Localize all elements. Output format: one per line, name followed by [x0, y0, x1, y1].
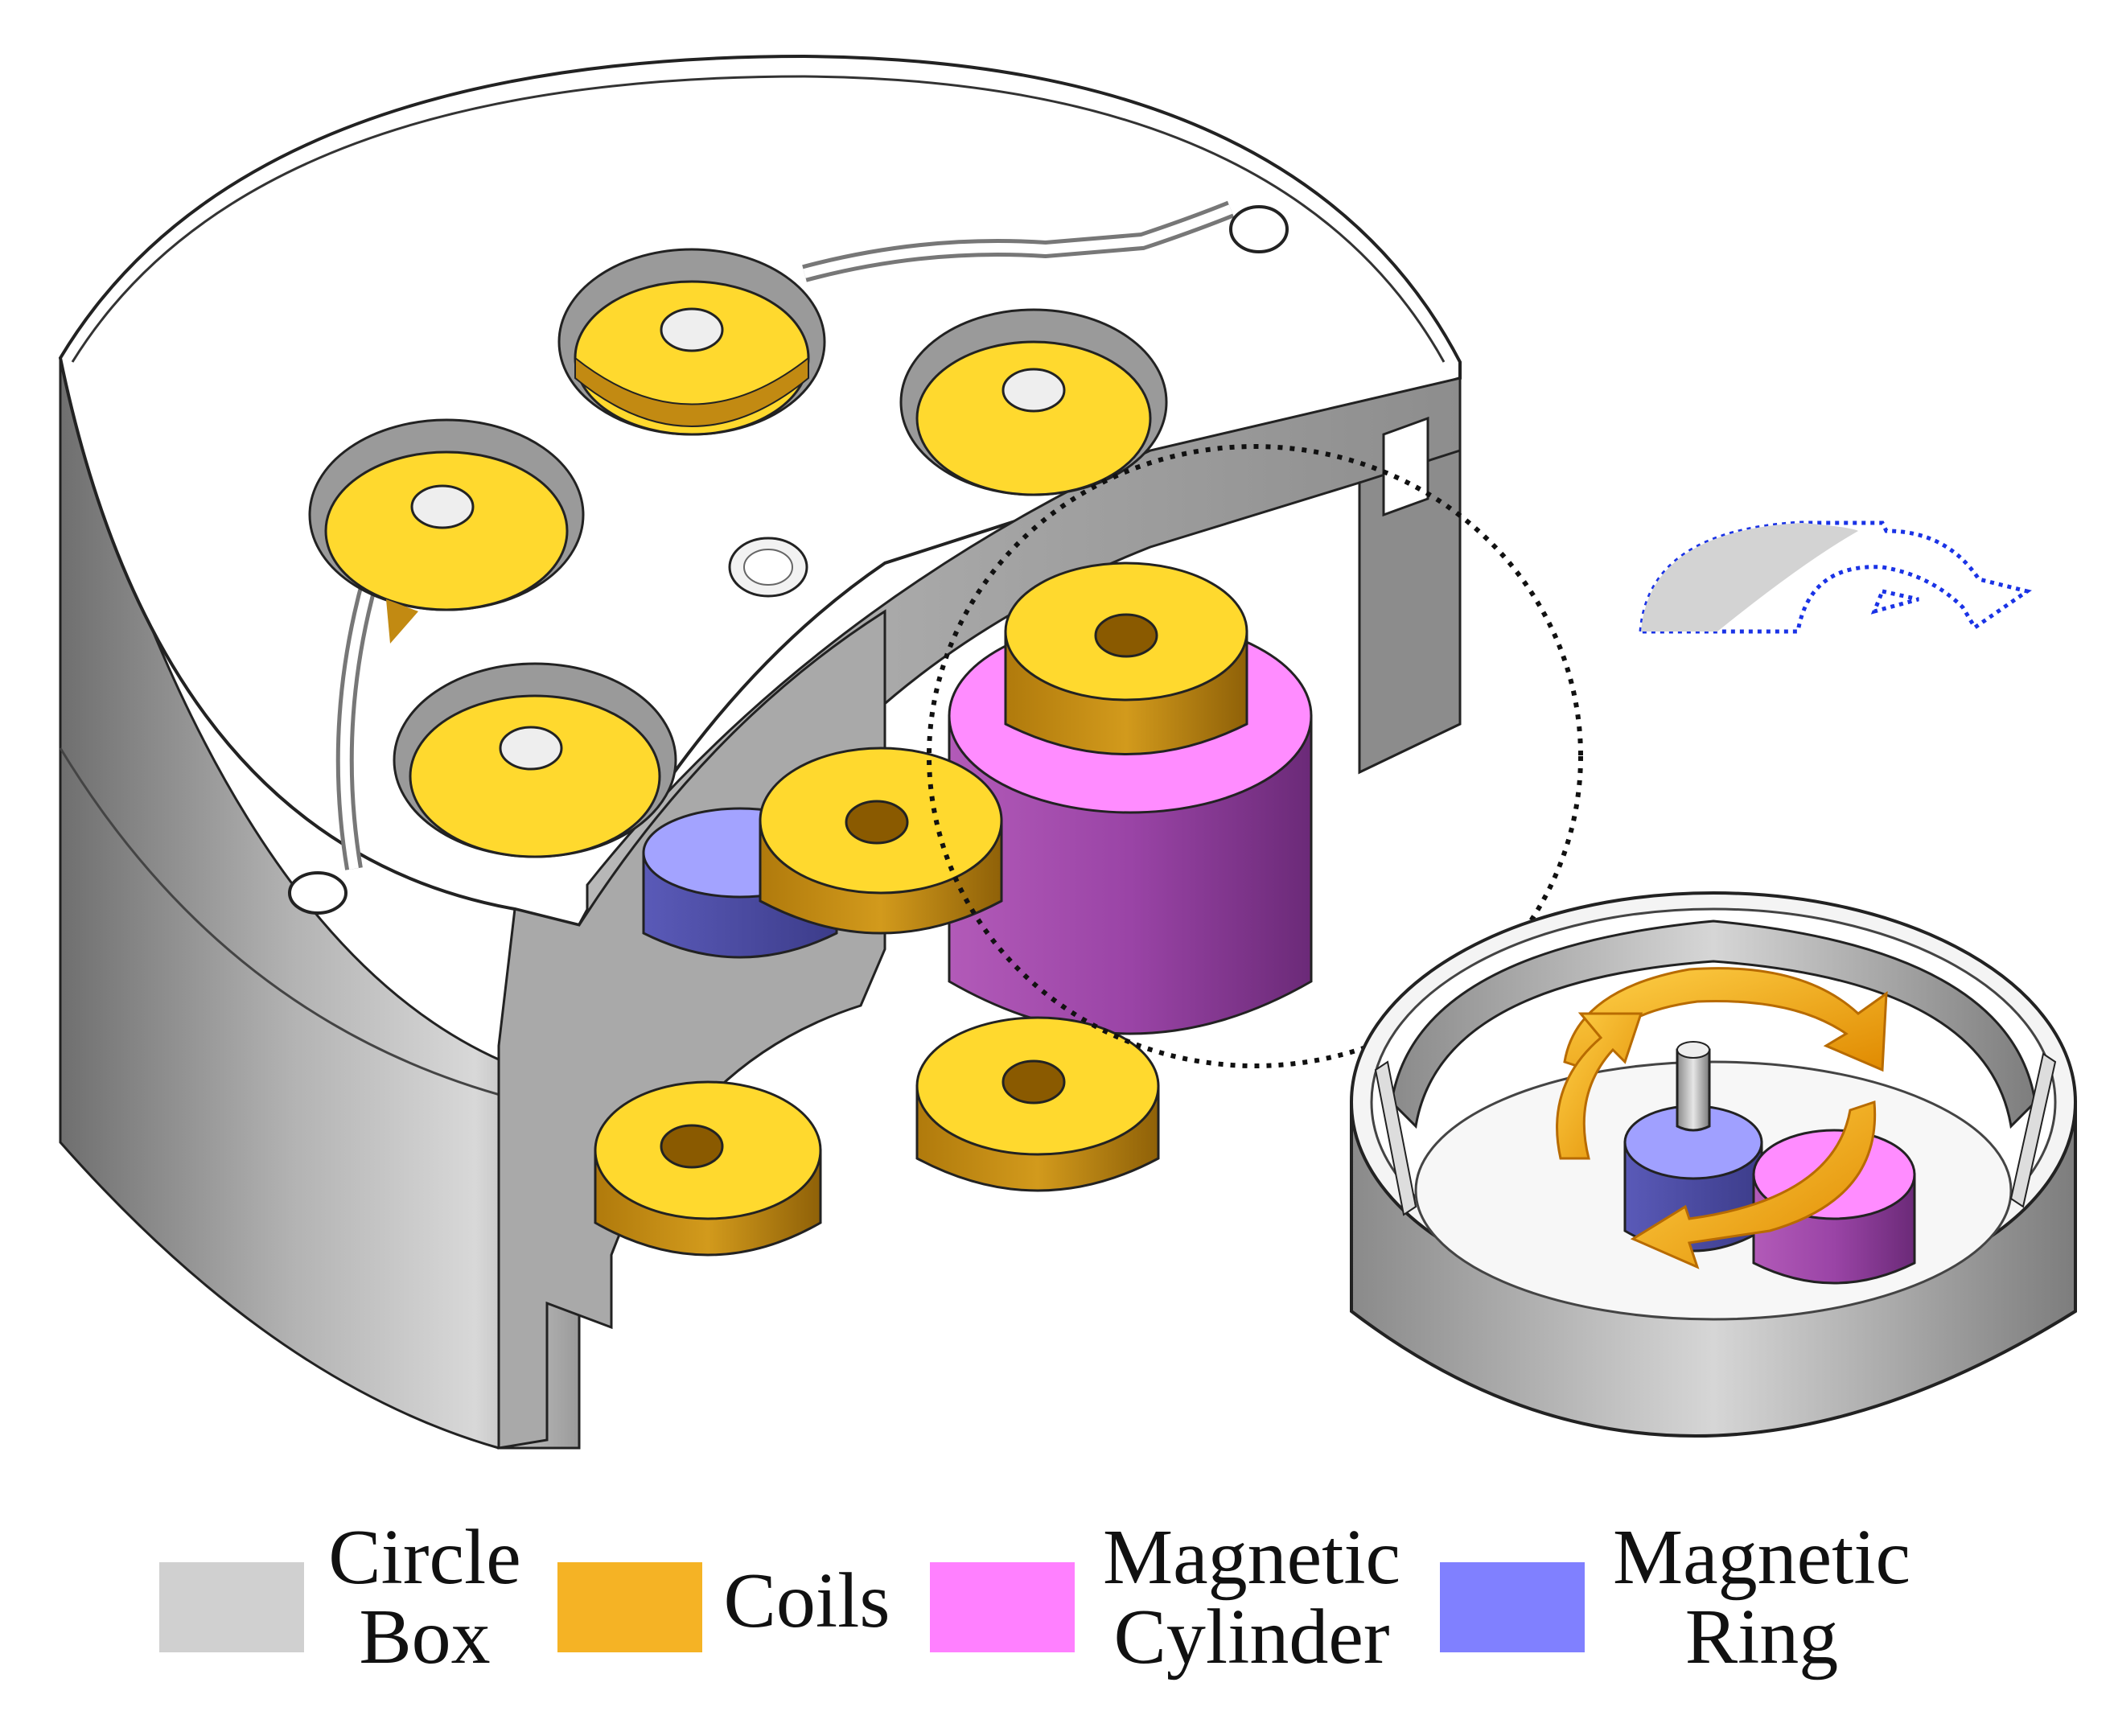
legend-label-magnetic-cylinder-2: Cylinder	[1114, 1594, 1390, 1680]
legend-item-circle-box: Circle Box	[159, 1514, 521, 1680]
legend-label-coils: Coils	[724, 1557, 890, 1644]
coil-top-1	[557, 248, 826, 436]
legend-label-magnetic-ring-1: Magnetic	[1613, 1514, 1910, 1601]
legend-label-circle-box-1: Circle	[328, 1514, 520, 1601]
legend-swatch-coils	[557, 1562, 702, 1652]
highlight-dotted-circle	[927, 444, 1583, 1068]
coil-cylinder-top	[1004, 562, 1248, 755]
coil-middle	[759, 747, 1003, 935]
shaft	[1676, 1041, 1711, 1132]
view-arrow-icon	[1639, 520, 2032, 634]
legend-item-magnetic-cylinder: Magnetic Cylinder	[930, 1514, 1400, 1680]
legend-swatch-magnetic-cylinder	[930, 1562, 1075, 1652]
legend: Circle Box Coils Magnetic Cylinder Magne…	[159, 1514, 1910, 1680]
top-face	[58, 54, 1462, 928]
legend-label-circle-box-2: Box	[359, 1594, 490, 1680]
exterior-device-view	[1350, 891, 2077, 1438]
coil-lower-right	[915, 1016, 1160, 1192]
legend-swatch-magnetic-ring	[1440, 1562, 1585, 1652]
legend-label-magnetic-ring-2: Ring	[1685, 1594, 1839, 1680]
coil-top-2	[899, 308, 1168, 496]
rotation-arrow-icon	[1556, 967, 1888, 1269]
legend-label-magnetic-cylinder-1: Magnetic	[1103, 1514, 1400, 1601]
legend-item-coils: Coils	[557, 1557, 890, 1652]
coil-top-4	[393, 662, 677, 858]
legend-swatch-circle-box	[159, 1562, 304, 1652]
legend-item-magnetic-ring: Magnetic Ring	[1440, 1514, 1910, 1680]
coil-lower-left	[594, 1080, 822, 1257]
coil-top-3	[308, 418, 585, 644]
main-device-cutaway	[58, 54, 1583, 1450]
